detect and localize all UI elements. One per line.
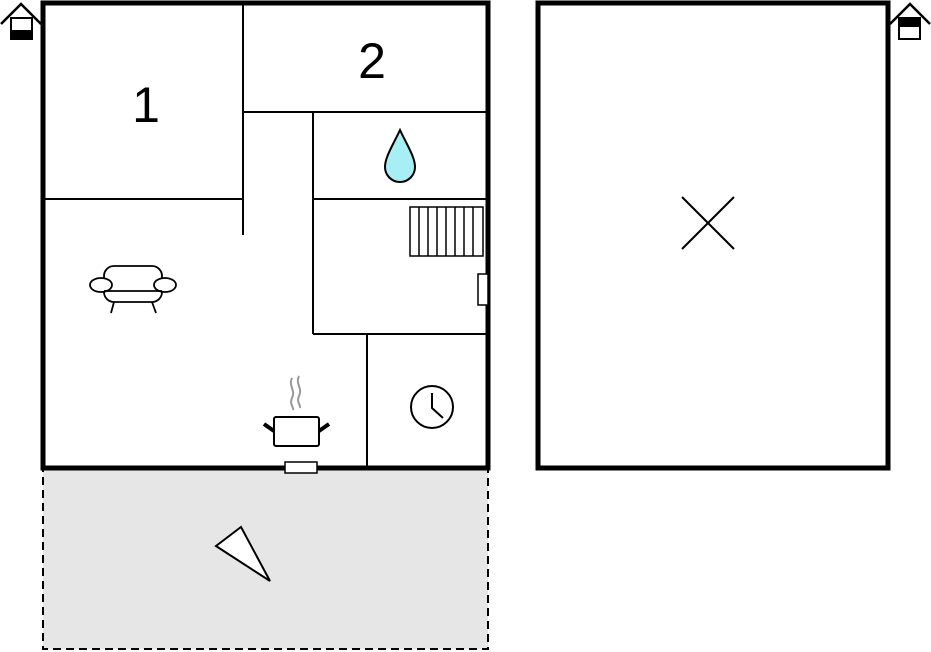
door bbox=[284, 461, 318, 474]
room-label-1: 1 bbox=[132, 77, 160, 133]
outer-wall-upper bbox=[535, 0, 891, 471]
house-icon bbox=[889, 2, 931, 40]
stairs-icon bbox=[409, 206, 484, 257]
empty-floor-x-icon bbox=[681, 196, 735, 250]
terrace-triangle-icon bbox=[214, 525, 271, 582]
terrace bbox=[42, 467, 489, 650]
water-drop-icon bbox=[383, 127, 417, 183]
room-label-2: 2 bbox=[358, 33, 386, 89]
sofa-icon bbox=[89, 265, 177, 314]
clock-icon bbox=[410, 385, 454, 429]
door bbox=[477, 273, 489, 306]
house-icon bbox=[0, 2, 42, 40]
cooking-pot-icon bbox=[262, 375, 331, 447]
